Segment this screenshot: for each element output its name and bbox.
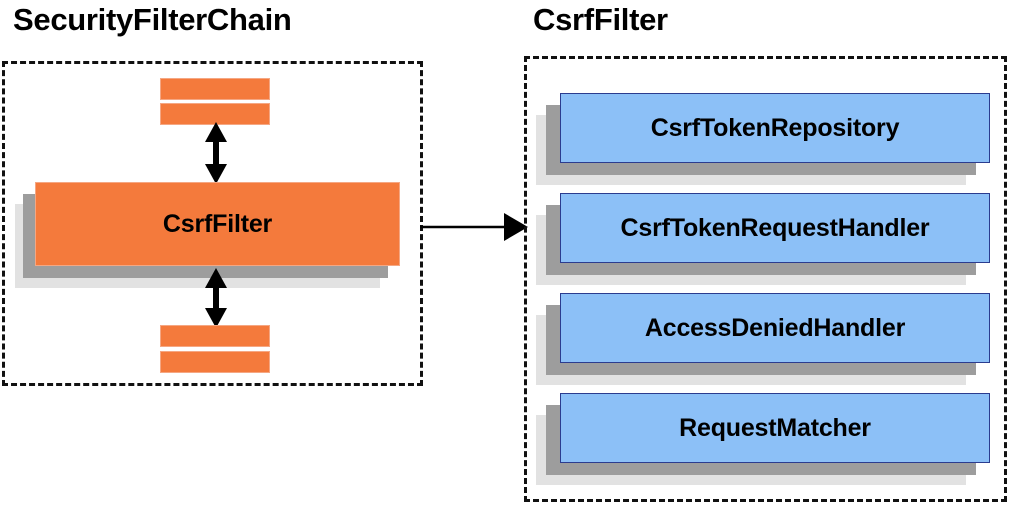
filter-sliver-below-1 bbox=[160, 325, 270, 347]
security-filter-chain-group bbox=[2, 61, 423, 386]
connector-below-arrow bbox=[205, 268, 227, 328]
collaborator-card-csrftokenrequesthandler[interactable]: CsrfTokenRequestHandler bbox=[536, 193, 991, 285]
collaborator-label: RequestMatcher bbox=[679, 413, 871, 442]
csrf-filter-group bbox=[524, 56, 1007, 502]
filter-sliver-below-2 bbox=[160, 351, 270, 373]
card-face: CsrfTokenRequestHandler bbox=[560, 193, 990, 263]
card-face: RequestMatcher bbox=[560, 393, 990, 463]
collaborator-card-requestmatcher[interactable]: RequestMatcher bbox=[536, 393, 991, 485]
card-face: AccessDeniedHandler bbox=[560, 293, 990, 363]
collaborator-card-csrftokenrepository[interactable]: CsrfTokenRepository bbox=[536, 93, 991, 185]
panel-title-csrf-filter: CsrfFilter bbox=[533, 2, 668, 37]
collaborator-card-accessdeniedhandler[interactable]: AccessDeniedHandler bbox=[536, 293, 991, 385]
csrf-filter-card-label: CsrfFilter bbox=[162, 209, 273, 238]
collaborator-label: CsrfTokenRequestHandler bbox=[620, 213, 930, 242]
collaborator-label: CsrfTokenRepository bbox=[650, 113, 900, 142]
filter-sliver-above-1 bbox=[160, 78, 270, 100]
collaborator-label: AccessDeniedHandler bbox=[644, 313, 906, 342]
csrf-filter-card[interactable]: CsrfFilter bbox=[15, 182, 400, 288]
card-face: CsrfFilter bbox=[35, 182, 400, 266]
connector-above-arrow bbox=[205, 122, 227, 184]
card-face: CsrfTokenRepository bbox=[560, 93, 990, 163]
expand-arrow bbox=[420, 213, 528, 241]
panel-title-security-filter-chain: SecurityFilterChain bbox=[13, 2, 292, 37]
